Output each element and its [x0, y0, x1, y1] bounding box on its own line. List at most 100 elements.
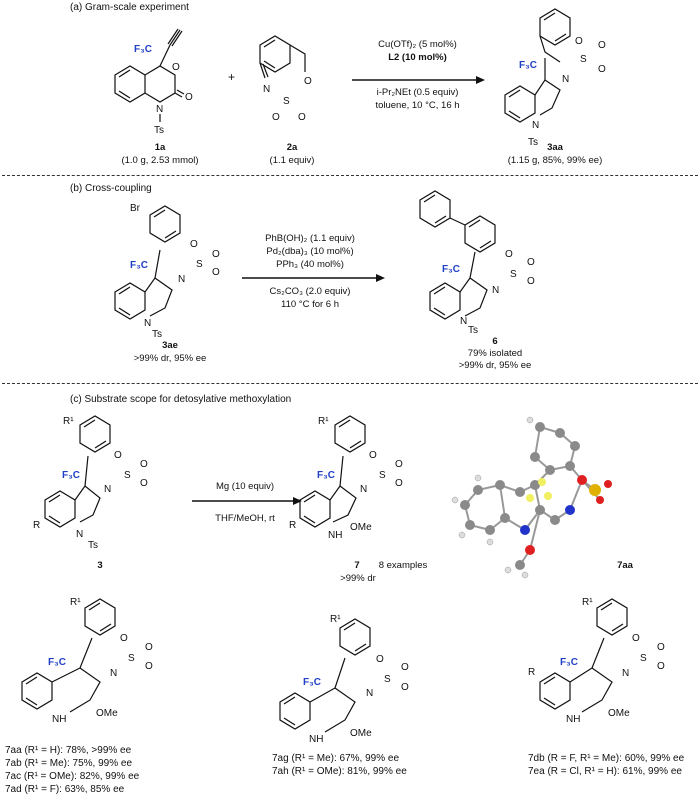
cf3-7aa-series: F₃C	[48, 657, 66, 668]
ome-7: OMe	[350, 522, 372, 533]
section-a-title: (a) Gram-scale experiment	[70, 2, 189, 13]
n-1a: N	[156, 104, 163, 115]
o3-7ag-series: O	[401, 682, 409, 693]
n-3: N	[104, 484, 111, 495]
r1-7: R¹	[318, 416, 329, 427]
result-7ea: 7ea (R = Cl, R¹ = H): 61%, 99% ee	[528, 766, 682, 777]
label-7: 7	[354, 560, 360, 571]
conditions-b-bottom: Cs₂CO₃ (2.0 equiv) 110 °C for 6 h	[269, 286, 351, 310]
label-6: 6	[492, 336, 498, 347]
n-7ag-series: N	[366, 688, 373, 699]
label-3aa: 3aa	[547, 142, 563, 153]
note-6a: 79% isolated	[467, 348, 523, 359]
n-7db-series: N	[622, 668, 629, 679]
o3-3ae: O	[212, 267, 220, 278]
plus-sign: +	[228, 70, 236, 84]
o-3: O	[114, 450, 122, 461]
results-column-1: 7aa (R¹ = H): 78%, >99% ee 7ab (R¹ = Me)…	[5, 744, 139, 796]
note-1a: (1.0 g, 2.53 mmol)	[121, 155, 199, 166]
r1-7db-series: R¹	[582, 597, 593, 608]
cf3-3: F₃C	[62, 470, 80, 481]
n-3ae: N	[178, 274, 185, 285]
o-7aa-series: O	[120, 633, 128, 644]
examples-count: 8 examples	[378, 560, 428, 571]
result-7db: 7db (R = F, R¹ = Me): 60%, 99% ee	[528, 753, 685, 764]
conditions-b-top: PhB(OH)₂ (1.1 equiv) Pd₂(dba)₃ (10 mol%)…	[265, 233, 355, 270]
o2-1a: O	[185, 92, 193, 103]
cf3-7: F₃C	[317, 470, 335, 481]
structure-7ag-series: R¹ O S O O N F₃C NH OMe	[279, 614, 409, 745]
result-7ac: 7ac (R¹ = OMe): 82%, 99% ee	[5, 771, 140, 782]
o-7: O	[369, 450, 377, 461]
r1-3: R¹	[63, 416, 74, 427]
o-2a: O	[304, 76, 312, 87]
conditions-c-top: Mg (10 equiv)	[215, 481, 275, 492]
divider-a-b	[2, 175, 698, 176]
section-b-title: (b) Cross-coupling	[70, 183, 152, 194]
note-3aa: (1.15 g, 85%, 99% ee)	[507, 155, 603, 166]
r-7db-series: R	[528, 667, 535, 678]
o2-7ag-series: O	[401, 662, 409, 673]
s-3: S	[124, 470, 131, 481]
o3-6: O	[527, 276, 535, 287]
ome-7db-series: OMe	[608, 708, 630, 719]
label-3: 3	[97, 560, 103, 571]
result-7ag: 7ag (R¹ = Me): 67%, 99% ee	[272, 753, 400, 764]
s-6: S	[510, 269, 517, 280]
ome-7aa-series: OMe	[96, 708, 118, 719]
cf3-3ae: F₃C	[130, 260, 148, 271]
label-2a: 2a	[286, 142, 298, 153]
cf3-7ag-series: F₃C	[303, 677, 321, 688]
structure-7: R¹ O S O O N F₃C R NH OMe	[289, 415, 403, 541]
ts-3: Ts	[88, 540, 98, 551]
n-7aa-series: N	[110, 668, 117, 679]
o-3aa: O	[575, 36, 583, 47]
note-3ae: >99% dr, 95% ee	[133, 353, 207, 364]
label-3ae: 3ae	[162, 340, 178, 351]
structure-7db-series: R¹ O S O O N R F₃C NH OMe	[528, 597, 665, 725]
results-column-3: 7db (R = F, R¹ = Me): 60%, 99% ee 7ea (R…	[528, 752, 684, 778]
result-7ah: 7ah (R¹ = OMe): 81%, 99% ee	[272, 766, 407, 777]
n2-3ae: N	[144, 318, 151, 329]
results-column-2: 7ag (R¹ = Me): 67%, 99% ee 7ah (R¹ = OMe…	[272, 752, 407, 778]
result-7ab: 7ab (R¹ = Me): 75%, 99% ee	[5, 758, 133, 769]
o2-7: O	[395, 459, 403, 470]
note-6b: >99% dr, 95% ee	[458, 360, 532, 371]
s-3aa: S	[580, 54, 587, 65]
o3-7aa-series: O	[145, 661, 153, 672]
structure-3ae: Br O S O O N F₃C N Ts	[114, 203, 220, 340]
o3-2a: O	[298, 112, 306, 123]
conditions-c-bottom: THF/MeOH, rt	[215, 513, 275, 524]
cf3-1a: F₃C	[134, 44, 152, 55]
nh-7aa-series: NH	[52, 714, 66, 725]
label-7aa: 7aa	[617, 560, 633, 571]
structure-7aa-series: R¹ O S O O N F₃C NH OMe	[21, 597, 153, 725]
structure-3aa: O S O O N F₃C N Ts	[504, 8, 606, 148]
r1-7aa-series: R¹	[70, 597, 81, 608]
cf3-7db-series: F₃C	[560, 657, 578, 668]
nh-7ag-series: NH	[309, 734, 323, 745]
o-7db-series: O	[632, 633, 640, 644]
s-7: S	[379, 470, 386, 481]
o2-7aa-series: O	[145, 642, 153, 653]
o3-7: O	[395, 478, 403, 489]
o2-6: O	[527, 257, 535, 268]
o3-3aa: O	[598, 64, 606, 75]
br-3ae: Br	[130, 203, 141, 214]
s-7db-series: S	[640, 653, 647, 664]
o-6: O	[505, 249, 513, 260]
result-7aa: 7aa (R¹ = H): 78%, >99% ee	[5, 745, 132, 756]
n-3aa: N	[562, 74, 569, 85]
o3-3: O	[140, 478, 148, 489]
ts-3ae: Ts	[152, 329, 162, 340]
xray-structure-7aa	[451, 416, 612, 579]
o2-2a: O	[272, 112, 280, 123]
r-3: R	[33, 520, 40, 531]
n2-3: N	[76, 529, 83, 540]
o-3ae: O	[190, 239, 198, 250]
r1-7ag-series: R¹	[330, 614, 341, 625]
ome-7ag-series: OMe	[350, 728, 372, 739]
cf3-6: F₃C	[442, 264, 460, 275]
conditions-a-bottom: i-Pr₂NEt (0.5 equiv) toluene, 10 °C, 16 …	[375, 87, 460, 111]
